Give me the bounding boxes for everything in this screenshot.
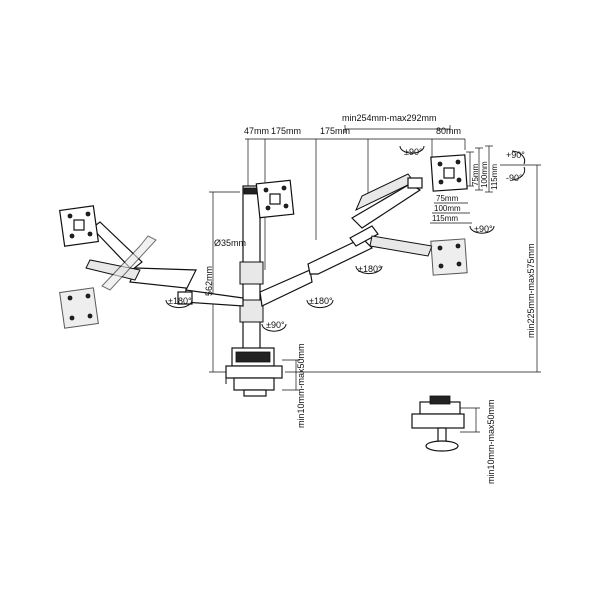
dim-175b-label: 175mm	[320, 126, 350, 136]
vesa-115-v-label: 115mm	[490, 164, 499, 190]
clamp-range-grommet-label: min10mm-max50mm	[486, 399, 496, 484]
dimension-labels: min254mm-max292mm 47mm 175mm 175mm 80mm …	[168, 113, 536, 484]
right-vesa-plate-ghost	[430, 238, 468, 276]
rotation-arrows	[165, 145, 526, 332]
swivel-left-label: ±180°	[168, 296, 192, 306]
vesa-75-v-label: 75mm	[471, 163, 480, 186]
swivel-right-label: ±180°	[358, 264, 382, 274]
right-vesa-plate	[430, 154, 468, 192]
pole-diameter-label: Ø35mm	[214, 238, 246, 248]
tilt-down-label: -90°	[506, 173, 523, 183]
rotation-base-label: ±90°	[266, 320, 285, 330]
dim-47-label: 47mm	[244, 126, 269, 136]
left-arm-ghost	[101, 235, 157, 291]
swivel-mid-label: ±180°	[309, 296, 333, 306]
clamp-range-main-label: min10mm-max50mm	[296, 343, 306, 428]
rotation-top-label: ±90°	[404, 147, 423, 157]
tilt-up-label: +90°	[506, 150, 525, 160]
top-range-label: min254mm-max292mm	[342, 113, 437, 123]
vesa-75-h-label: 75mm	[436, 194, 459, 203]
left-vesa-plate	[58, 205, 100, 247]
dim-80-label: 80mm	[436, 126, 461, 136]
dim-175a-label: 175mm	[271, 126, 301, 136]
right-arm	[259, 173, 433, 307]
vesa-115-h-label: 115mm	[432, 214, 458, 223]
left-vesa-plate-ghost	[59, 287, 99, 329]
rotation-right-label: ±90°	[474, 224, 493, 234]
vesa-100-v-label: 100mm	[480, 161, 489, 188]
height-range-label: min225mm-max575mm	[526, 243, 536, 338]
vesa-100-h-label: 100mm	[434, 204, 461, 213]
center-vesa-plate	[255, 179, 295, 219]
desk-clamp	[225, 347, 283, 397]
grommet-mount	[411, 395, 465, 452]
pole-height-label: 562mm	[204, 266, 214, 296]
left-arm	[85, 221, 244, 307]
